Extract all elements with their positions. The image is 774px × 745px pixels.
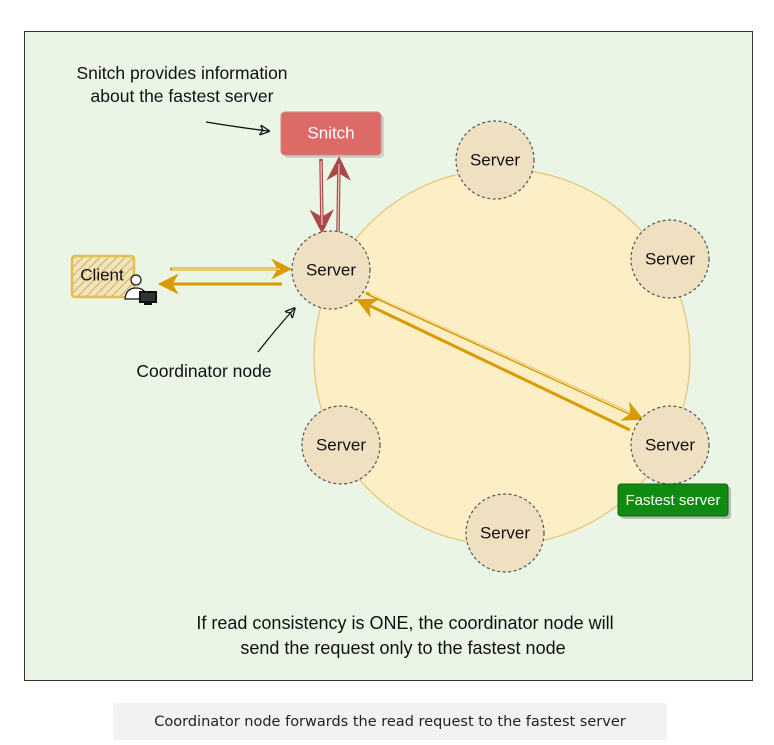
snitch-note-line1: Snitch provides information [76, 63, 287, 83]
snitch-box[interactable] [280, 111, 382, 156]
server-top-label: Server [470, 150, 520, 169]
fastest-badge [617, 483, 729, 517]
server-upper-right[interactable] [630, 219, 710, 299]
figure-caption: Coordinator node forwards the read reque… [113, 703, 667, 740]
server-upper-right-label: Server [645, 249, 695, 268]
server-bottom-label: Server [480, 523, 530, 542]
fastest-to-coordinator-arrow [356, 298, 631, 432]
server-bottom[interactable] [465, 493, 545, 573]
server-left-label: Server [316, 435, 366, 454]
snitch-note-line2: about the fastest server [91, 86, 274, 106]
footer-line1: If read consistency is ONE, the coordina… [196, 613, 613, 633]
client-label: Client [80, 265, 124, 284]
client-user-icon [124, 274, 157, 305]
coordinator-note-arrow [257, 309, 294, 353]
server-top[interactable] [455, 120, 535, 200]
snitch-note-arrow [205, 121, 268, 131]
coordinator-to-fastest-arrow-inner [369, 293, 631, 414]
server-fastest-label: Server [645, 435, 695, 454]
coordinator-to-snitch-arrow-inner [337, 163, 340, 233]
server-left[interactable] [301, 405, 381, 485]
coordinator-server-label: Server [306, 260, 356, 279]
snitch-to-coordinator-arrow-inner [320, 160, 323, 226]
coordinator-note: Coordinator node [136, 361, 271, 381]
snitch-label: Snitch [307, 123, 354, 142]
footer-line2: send the request only to the fastest nod… [240, 638, 565, 658]
fastest-badge-label: Fastest server [625, 492, 720, 509]
coordinator-server[interactable] [291, 230, 371, 310]
